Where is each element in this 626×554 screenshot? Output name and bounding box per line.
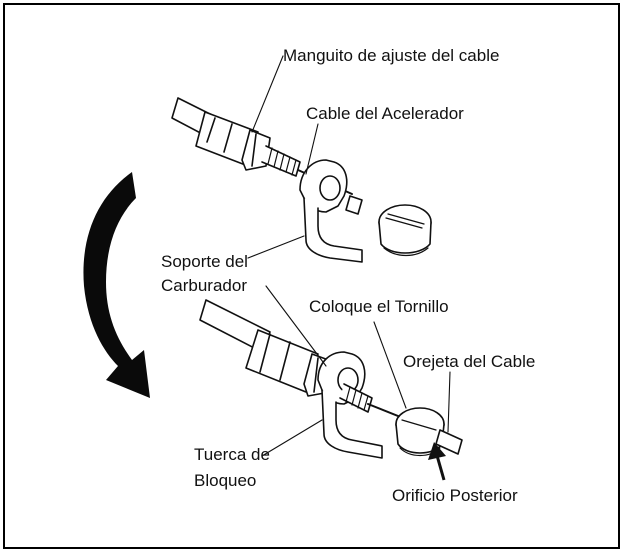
label-carb-bracket-line1: Soporte del	[161, 252, 248, 271]
label-carb-bracket-line2: Carburador	[161, 276, 247, 295]
leader-place-screw	[373, 321, 407, 409]
leader-bracket-bottom	[265, 285, 327, 367]
label-throttle-cable: Cable del Acelerador	[306, 104, 464, 123]
top-cable-lug	[345, 195, 363, 215]
leader-lock-nut	[261, 419, 323, 457]
label-place-screw: Coloque el Tornillo	[309, 297, 449, 316]
label-cable-lug: Orejeta del Cable	[403, 352, 536, 371]
leader-cable-lug	[447, 371, 451, 433]
label-lock-nut-line1: Tuerca de	[194, 445, 270, 464]
rear-hole-pointer	[428, 442, 446, 481]
top-screw-body	[378, 221, 432, 254]
bottom-cable-lug	[435, 429, 463, 455]
top-bracket-hole	[319, 175, 341, 201]
leader-bracket-top	[247, 235, 305, 259]
label-lock-nut-line2: Bloqueo	[194, 471, 257, 490]
curved-down-arrow-icon	[83, 172, 150, 398]
top-assembly	[171, 97, 432, 263]
top-threads	[261, 145, 301, 177]
bottom-bracket-foot	[321, 389, 383, 459]
leader-adjuster-sleeve	[251, 55, 284, 133]
label-rear-hole: Orificio Posterior	[392, 486, 518, 505]
label-adjuster-sleeve: Manguito de ajuste del cable	[283, 46, 500, 65]
top-bracket-foot	[303, 197, 363, 263]
leader-lines	[247, 55, 451, 457]
leader-throttle-cable	[305, 123, 319, 175]
bottom-assembly	[199, 299, 463, 459]
